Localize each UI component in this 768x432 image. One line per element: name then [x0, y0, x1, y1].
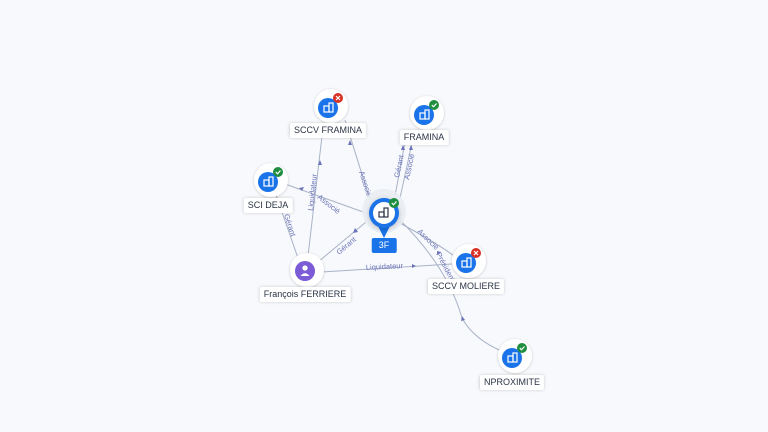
- building-icon: [323, 102, 334, 113]
- node-sccv-framina[interactable]: [314, 89, 348, 123]
- edge-3f-framina-gerant[interactable]: [394, 141, 406, 197]
- node-sci-deja[interactable]: [254, 163, 288, 197]
- edge-label-francois-sci-deja: Gérant: [282, 213, 298, 238]
- building-icon: [419, 109, 430, 120]
- node-sccv-moliere[interactable]: [452, 244, 486, 278]
- edge-arrow-3f-framina-1: [401, 145, 405, 150]
- edge-arrow-3f-nproximite: [461, 316, 465, 321]
- node-label-nproximite[interactable]: NPROXIMITE: [479, 375, 545, 390]
- building-icon: [263, 176, 274, 187]
- node-label-framina[interactable]: FRAMINA: [399, 130, 449, 145]
- edge-3f-nproximite[interactable]: [399, 219, 505, 353]
- edge-label-francois-sccv-moliere: Liquidateur: [366, 261, 404, 272]
- edge-francois-sccv-framina[interactable]: [307, 135, 323, 257]
- edge-francois-3f[interactable]: [317, 221, 367, 263]
- edge-arrow-francois-3f: [353, 228, 358, 233]
- node-3f[interactable]: [362, 189, 406, 238]
- building-icon: [507, 352, 518, 363]
- status-active-icon: [273, 167, 283, 177]
- node-framina[interactable]: [410, 96, 444, 130]
- edge-arrow-3f-sccv-framina: [348, 140, 352, 145]
- person-icon: [300, 265, 310, 276]
- node-label-sci-deja[interactable]: SCI DEJA: [243, 198, 293, 213]
- node-label-sccv-framina[interactable]: SCCV FRAMINA: [289, 123, 367, 138]
- node-label-sccv-moliere[interactable]: SCCV MOLIERE: [427, 279, 505, 294]
- edge-arrow-francois-sccv-moliere: [412, 264, 416, 268]
- edge-arrow-3f-sccv-moliere: [437, 251, 441, 255]
- building-icon: [378, 207, 389, 218]
- node-francois-ferriere[interactable]: [290, 253, 324, 287]
- edge-3f-sci-deja[interactable]: [284, 183, 367, 214]
- node-nproximite[interactable]: [498, 339, 532, 373]
- node-label-francois-ferriere[interactable]: François FERRIERE: [259, 287, 351, 302]
- status-active-icon: [517, 343, 527, 353]
- edge-arrow-francois-sccv-framina: [318, 160, 322, 165]
- building-icon: [461, 257, 472, 268]
- edge-arrow-3f-sci-deja: [299, 187, 304, 191]
- edge-label-3f-sci-deja: Associé: [316, 192, 342, 215]
- edge-francois-sccv-moliere[interactable]: [321, 263, 453, 273]
- edge-label-3f-sccv-moliere: Associé: [416, 227, 441, 252]
- node-label-3f[interactable]: 3F: [371, 238, 397, 253]
- edge-label-francois-sccv-framina: Liquidateur: [306, 173, 319, 211]
- status-active-icon: [429, 100, 439, 110]
- status-active-icon: [389, 198, 399, 208]
- edge-arrow-3f-framina-2: [409, 145, 413, 150]
- edge-3f-framina-associe[interactable]: [399, 142, 413, 199]
